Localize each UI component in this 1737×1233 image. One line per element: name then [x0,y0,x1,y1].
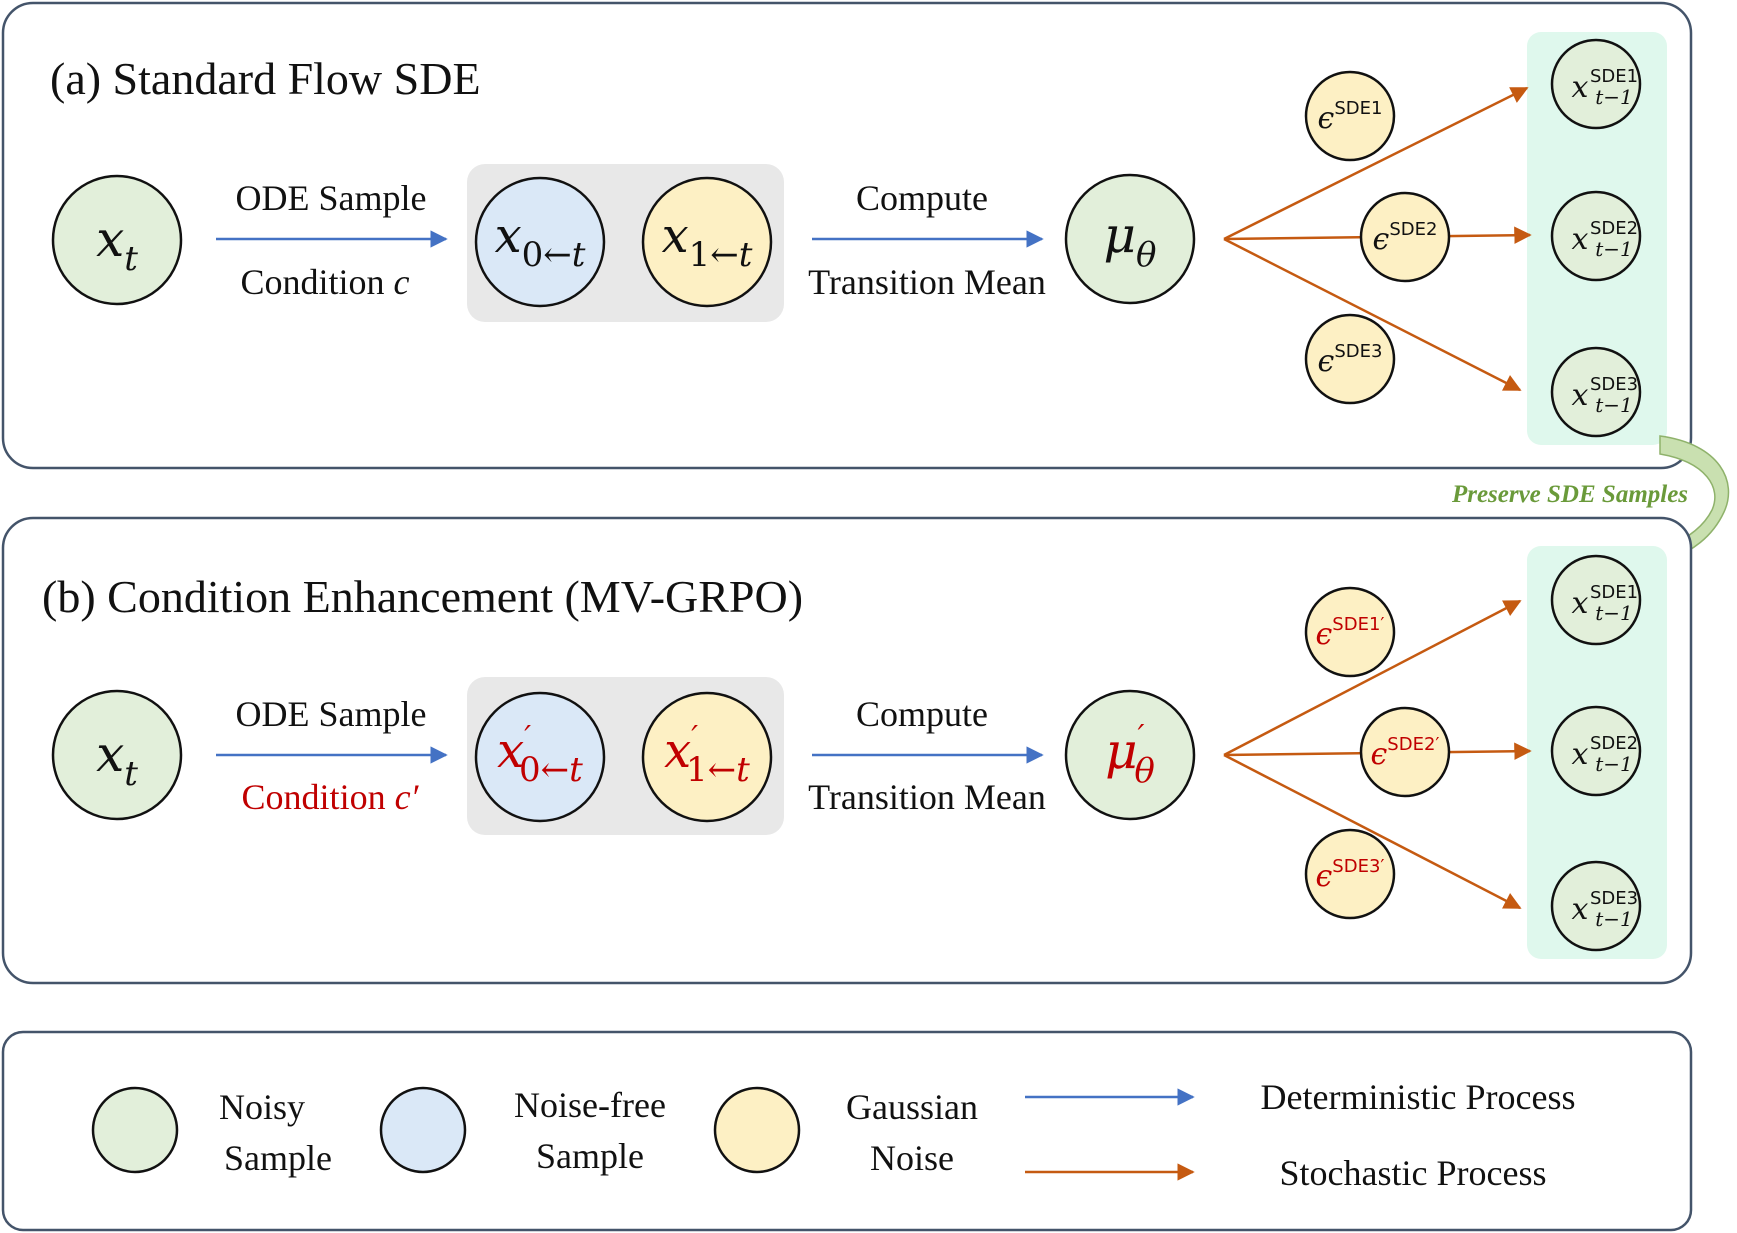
legend-noisy-swatch [91,1086,179,1174]
panel-a-output-node-1: x SDE1 t−1 [1550,38,1642,130]
panel-b: (b) Condition Enhancement (MV-GRPO) xt O… [1,516,1693,985]
legend-noisy: Noisy Sample [91,1086,332,1178]
panel-a-condition-label: Condition c [240,262,409,302]
svg-text:SDE3: SDE3 [1590,374,1638,395]
panel-b-ode-label: ODE Sample [236,694,427,734]
panel-b-transition-label: Transition Mean [808,777,1046,817]
panel-a-noise-node-2: ϵSDE2 [1359,191,1451,283]
panel-b-frame [1,516,1693,985]
legend-deterministic-label: Deterministic Process [1261,1077,1576,1117]
legend-gaussian-line2: Noise [870,1138,954,1178]
panel-a-stochastic-arrow-1 [1223,86,1529,241]
panel-b-stochastic-arrow-3 [1223,753,1522,910]
legend-frame [1,1030,1693,1232]
svg-text:x: x [1572,378,1589,413]
panel-a-x1-node: x1←t [641,176,773,308]
panel-a-noise-node-3: ϵSDE3 [1304,313,1396,405]
svg-text:xt: xt [96,725,138,794]
panel-b-output-node-3: x SDE3 t−1 [1550,860,1642,952]
svg-text:x: x [1572,737,1589,772]
svg-text:SDE1: SDE1 [1590,582,1638,603]
panel-a-x0-node: x0←t [474,176,606,308]
legend-noise-free-line2: Sample [536,1136,644,1176]
panel-a-frame [1,1,1693,470]
svg-text:t−1: t−1 [1595,601,1633,625]
legend-noise-free-line1: Noise-free [514,1085,666,1125]
svg-text:x: x [1572,892,1589,927]
legend-noise-free: Noise-free Sample [379,1085,666,1176]
panel-a-ode-label: ODE Sample [236,178,427,218]
panel-b-stochastic-arrow-1 [1223,599,1522,757]
svg-text:x: x [1572,70,1589,105]
panel-b-title: (b) Condition Enhancement (MV-GRPO) [42,571,803,622]
svg-text:x: x [1572,222,1589,257]
panel-a-xt-node: xt [51,174,183,306]
panel-a-title: (a) Standard Flow SDE [50,53,481,104]
panel-a-output-node-3: x SDE3 t−1 [1550,346,1642,438]
panel-a-output-node-2: x SDE2 t−1 [1550,190,1642,282]
panel-b-noise-node-3: ϵSDE3′ [1304,828,1396,920]
legend-gaussian-swatch [713,1086,801,1174]
panel-a-mean-node: μθ [1064,173,1196,305]
legend-gaussian: Gaussian Noise [713,1086,978,1178]
panel-b-compute-label: Compute [856,694,988,734]
legend-gaussian-line1: Gaussian [846,1087,978,1127]
svg-text:SDE2: SDE2 [1590,733,1638,754]
panel-b-condition-label: Condition c′ [242,777,420,817]
preserve-label: Preserve SDE Samples [1451,481,1688,508]
svg-text:t−1: t−1 [1595,393,1633,417]
legend-noisy-line2: Sample [224,1138,332,1178]
panel-b-mean-node: μ′θ [1064,689,1196,821]
legend: Noisy Sample Noise-free Sample Gaussian … [1,1030,1693,1232]
panel-b-x1-node: x′1←t [641,691,773,823]
legend-noise-free-swatch [379,1086,467,1174]
svg-text:xt: xt [96,210,138,279]
panel-b-noise-node-1: ϵSDE1′ [1304,586,1396,678]
svg-text:t−1: t−1 [1595,85,1633,109]
svg-text:ϵSDE2′: ϵSDE2′ [1370,734,1439,772]
svg-text:t−1: t−1 [1595,907,1633,931]
svg-text:SDE1: SDE1 [1590,66,1638,87]
svg-text:t−1: t−1 [1595,752,1633,776]
svg-text:ϵSDE1′: ϵSDE1′ [1315,614,1384,652]
panel-a-stochastic-arrow-3 [1223,237,1522,392]
panel-b-x0-node: x′0←t [474,691,606,823]
panel-b-output-node-2: x SDE2 t−1 [1550,705,1642,797]
svg-text:SDE2: SDE2 [1590,218,1638,239]
svg-text:x: x [1572,586,1589,621]
legend-stochastic-label: Stochastic Process [1280,1153,1547,1193]
panel-a-compute-label: Compute [856,178,988,218]
panel-b-noise-node-2: ϵSDE2′ [1359,706,1451,798]
svg-text:μθ: μθ [1104,206,1157,275]
panel-b-output-node-1: x SDE1 t−1 [1550,554,1642,646]
panel-a: (a) Standard Flow SDE xt ODE Sample Cond… [1,1,1693,470]
svg-text:t−1: t−1 [1595,237,1633,261]
legend-noisy-line1: Noisy [219,1087,305,1127]
panel-a-noise-node-1: ϵSDE1 [1304,70,1396,162]
panel-b-xt-node: xt [51,689,183,821]
svg-text:SDE3: SDE3 [1590,888,1638,909]
panel-a-transition-label: Transition Mean [808,262,1046,302]
